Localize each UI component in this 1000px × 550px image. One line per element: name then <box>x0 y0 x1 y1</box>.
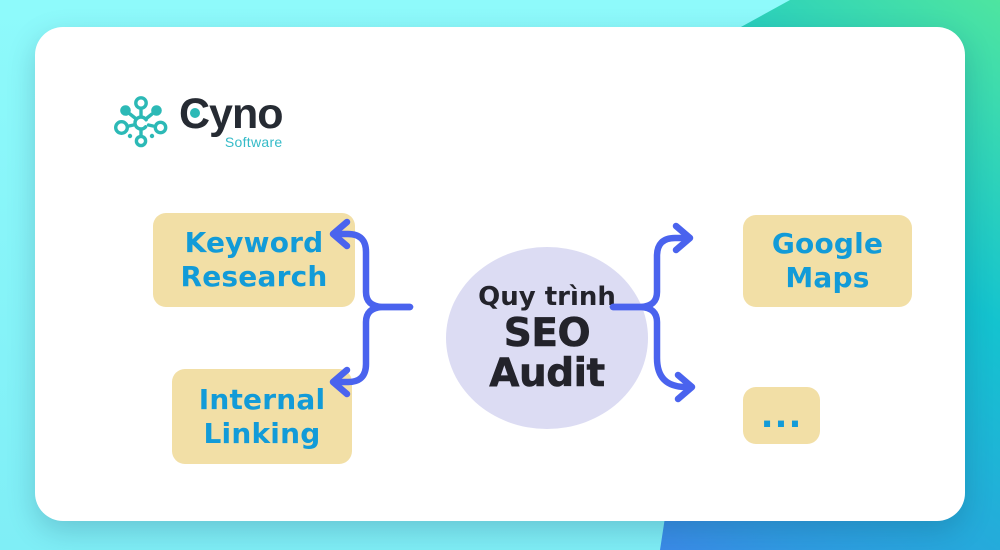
center-node-seo-audit: Quy trình SEO Audit <box>446 247 648 429</box>
logo-text: Cyno Software <box>179 91 283 150</box>
node-label: Keyword Research <box>180 226 328 293</box>
cyno-logo: Cyno Software <box>111 91 283 153</box>
node-label: Google Maps <box>771 227 884 294</box>
node-keyword-research: Keyword Research <box>153 213 355 307</box>
content-card: Cyno Software Keyword Research Internal … <box>35 27 965 521</box>
cyno-network-icon <box>113 96 168 148</box>
brand-subtitle: Software <box>224 134 283 150</box>
brand-c-dot <box>190 108 200 118</box>
node-label: ... <box>760 395 803 436</box>
node-label: Internal Linking <box>198 382 326 450</box>
center-title-line2: Audit <box>489 351 605 396</box>
node-internal-linking: Internal Linking <box>172 369 352 464</box>
center-subtitle: Quy trình <box>478 282 616 312</box>
node-google-maps: Google Maps <box>743 215 912 307</box>
node-more: ... <box>743 387 820 444</box>
center-title-line1: SEO <box>503 311 591 356</box>
